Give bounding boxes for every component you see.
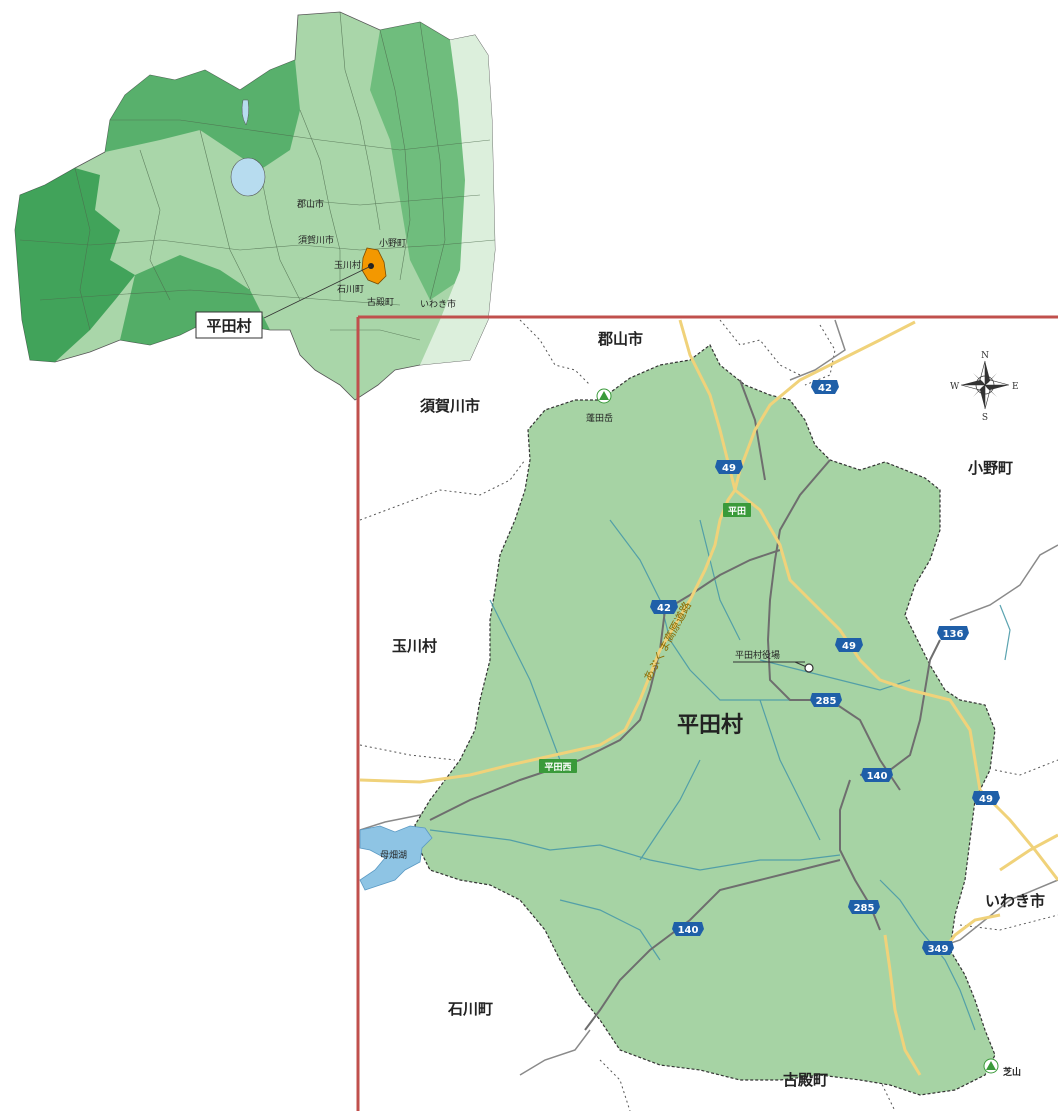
ov-label-furudono: 古殿町 bbox=[367, 296, 394, 308]
ov-label-iwaki: いわき市 bbox=[420, 298, 456, 310]
svg-text:136: 136 bbox=[943, 629, 964, 640]
bobata-lake bbox=[359, 825, 433, 891]
route-badge-285-south: 285 bbox=[848, 900, 880, 914]
lake-label: 母畑湖 bbox=[380, 849, 407, 861]
ic-badge-hirata: 平田 bbox=[723, 503, 751, 517]
compass-rose: N S E W bbox=[950, 351, 1019, 423]
neighbor-koriyama: 郡山市 bbox=[597, 330, 643, 348]
callout-box bbox=[195, 311, 263, 339]
ov-label-tamakawa: 玉川村 bbox=[334, 259, 361, 271]
svg-text:平田西: 平田西 bbox=[544, 762, 571, 773]
route-badge-49-center: 49 bbox=[835, 638, 863, 652]
route-badge-42-center: 42 bbox=[650, 600, 678, 614]
central-mountains bbox=[105, 60, 300, 170]
neighbor-sukagawa: 須賀川市 bbox=[419, 397, 480, 415]
ov-label-sukagawa: 須賀川市 bbox=[298, 234, 334, 246]
svg-text:E: E bbox=[1012, 382, 1019, 392]
neighbor-ishikawa: 石川町 bbox=[447, 1000, 493, 1018]
neighbor-ono: 小野町 bbox=[968, 459, 1013, 477]
svg-text:平田: 平田 bbox=[728, 506, 746, 517]
route-badges: 42 49 42 49 136 285 bbox=[650, 380, 1000, 955]
svg-text:芝山: 芝山 bbox=[1003, 1066, 1021, 1078]
mountain-hodata: 蓬田岳 bbox=[586, 388, 613, 424]
svg-text:S: S bbox=[982, 413, 988, 423]
neighbor-furudono: 古殿町 bbox=[783, 1071, 828, 1089]
village-office-marker: 平田村役場 bbox=[733, 649, 814, 673]
abukuma-expressway bbox=[359, 489, 737, 784]
callout-label: 平田村 bbox=[206, 317, 251, 335]
neighbor-tamakawa: 玉川村 bbox=[392, 637, 437, 655]
inawashiro-lake bbox=[230, 157, 266, 197]
west-mountains bbox=[15, 168, 135, 362]
route-badge-49-north: 49 bbox=[715, 460, 743, 474]
village-name: 平田村 bbox=[677, 713, 743, 738]
svg-text:平田村役場: 平田村役場 bbox=[735, 649, 780, 661]
svg-text:W: W bbox=[950, 382, 960, 392]
svg-text:49: 49 bbox=[722, 463, 736, 474]
svg-text:42: 42 bbox=[818, 383, 832, 394]
neighbor-iwaki: いわき市 bbox=[985, 892, 1045, 910]
hibara-lake bbox=[241, 99, 249, 126]
route-badge-136: 136 bbox=[937, 626, 969, 640]
route-badge-349: 349 bbox=[922, 941, 954, 955]
ov-label-ono: 小野町 bbox=[379, 238, 406, 249]
svg-text:49: 49 bbox=[979, 794, 993, 805]
svg-text:49: 49 bbox=[842, 641, 856, 652]
svg-text:349: 349 bbox=[928, 944, 949, 955]
route-badge-140-east: 140 bbox=[861, 768, 893, 782]
mountain-shibayama: 芝山 bbox=[983, 1058, 1021, 1078]
prefecture-overview-map: 平田村 郡山市 須賀川市 小野町 玉川村 石川町 古殿町 いわき市 bbox=[14, 11, 496, 401]
svg-text:42: 42 bbox=[657, 603, 671, 614]
ic-badge-hirata-nishi: 平田西 bbox=[539, 759, 577, 773]
route-badge-49-east: 49 bbox=[972, 791, 1000, 805]
national-roads bbox=[429, 379, 941, 1031]
detail-map: あぶくま高原道路 42 49 42 49 136 bbox=[356, 315, 1058, 1111]
municipal-borders bbox=[19, 11, 496, 341]
svg-text:285: 285 bbox=[816, 696, 837, 707]
route-badge-140-south: 140 bbox=[672, 922, 704, 936]
svg-text:285: 285 bbox=[854, 903, 875, 914]
callout-line bbox=[263, 265, 372, 319]
ov-label-ishikawa: 石川町 bbox=[337, 285, 364, 295]
svg-text:N: N bbox=[981, 351, 989, 361]
coastal-plain bbox=[420, 35, 495, 365]
route-badge-285-center: 285 bbox=[810, 693, 842, 707]
route-badge-42-north: 42 bbox=[811, 380, 839, 394]
svg-text:140: 140 bbox=[867, 771, 888, 782]
main-roads bbox=[359, 319, 1058, 1076]
ov-label-koriyama: 郡山市 bbox=[297, 198, 324, 210]
svg-text:140: 140 bbox=[678, 925, 699, 936]
svg-text:蓬田岳: 蓬田岳 bbox=[586, 412, 613, 424]
